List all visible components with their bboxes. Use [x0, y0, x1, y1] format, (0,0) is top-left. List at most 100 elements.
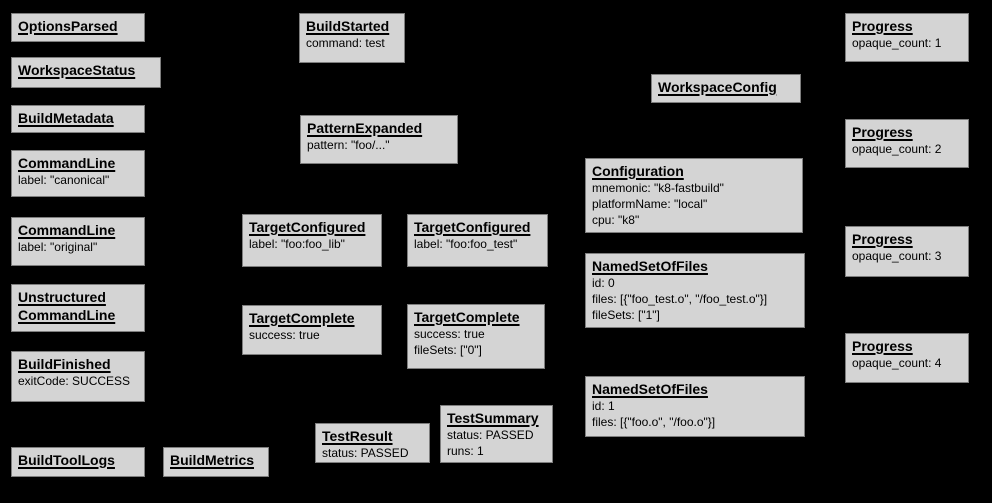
node-title-line: TargetComplete	[249, 310, 355, 326]
node-title-line: TargetConfigured	[249, 219, 366, 235]
node-title-line: WorkspaceStatus	[18, 62, 136, 78]
node-field: runs: 1	[447, 443, 484, 458]
node-field: pattern: "foo/..."	[307, 137, 390, 152]
node-field: files: [{"foo_test.o", "/foo_test.o"}]	[592, 291, 768, 306]
node-title-line: TargetConfigured	[414, 219, 531, 235]
node-field: fileSets: ["0"]	[414, 342, 482, 357]
node-field: opaque_count: 1	[852, 35, 942, 50]
node-title-line: Progress	[852, 338, 913, 354]
node-field: id: 1	[592, 398, 615, 413]
node-title: WorkspaceConfig	[658, 79, 795, 97]
node-title: TargetConfigured	[414, 219, 542, 237]
node-field: fileSets: ["1"]	[592, 307, 660, 322]
node-title-line: WorkspaceConfig	[658, 79, 777, 95]
node-title: NamedSetOfFiles	[592, 381, 799, 399]
node-title: WorkspaceStatus	[18, 62, 155, 80]
node-title-line: NamedSetOfFiles	[592, 381, 708, 397]
node-title: BuildStarted	[306, 18, 399, 36]
node-field: label: "foo:foo_lib"	[249, 236, 345, 251]
node-title: BuildFinished	[18, 356, 139, 374]
node-title: Progress	[852, 18, 963, 36]
node-title: TargetComplete	[249, 310, 376, 328]
node-title: BuildMetrics	[170, 452, 263, 470]
node-build-metrics: BuildMetrics	[163, 447, 269, 477]
node-field: id: 0	[592, 275, 615, 290]
node-title-line: TargetComplete	[414, 309, 520, 325]
node-title-line: PatternExpanded	[307, 120, 423, 136]
node-title-line: Unstructured	[18, 289, 106, 305]
node-workspace-status: WorkspaceStatus	[11, 57, 161, 88]
node-field: cpu: "k8"	[592, 212, 640, 227]
node-title: NamedSetOfFiles	[592, 258, 799, 276]
node-title: TestResult	[322, 428, 424, 446]
node-title-line: TestSummary	[447, 410, 539, 426]
node-title: TestSummary	[447, 410, 547, 428]
node-field: label: "foo:foo_test"	[414, 236, 518, 251]
node-title: TargetConfigured	[249, 219, 376, 237]
node-title-line: BuildMetadata	[18, 110, 114, 126]
node-title: Configuration	[592, 163, 797, 181]
node-title-line: CommandLine	[18, 155, 116, 171]
node-title: CommandLine	[18, 222, 139, 240]
node-title: Progress	[852, 338, 963, 356]
node-title-line: Progress	[852, 124, 913, 140]
node-field: success: true	[414, 326, 485, 341]
node-title-line: Progress	[852, 231, 913, 247]
node-title-line: BuildMetrics	[170, 452, 255, 468]
node-field: opaque_count: 3	[852, 248, 942, 263]
node-title-line: CommandLine	[18, 222, 116, 238]
node-title: Progress	[852, 231, 963, 249]
node-title-line: Progress	[852, 18, 913, 34]
node-build-metadata: BuildMetadata	[11, 105, 145, 133]
node-field: status: PASSED	[447, 427, 534, 442]
node-title: BuildToolLogs	[18, 452, 139, 470]
node-workspace-config: WorkspaceConfig	[651, 74, 801, 103]
node-field: command: test	[306, 35, 385, 50]
node-title-line: BuildToolLogs	[18, 452, 115, 468]
node-title-line: BuildFinished	[18, 356, 111, 372]
node-title: BuildMetadata	[18, 110, 139, 128]
node-title-line: TestResult	[322, 428, 393, 444]
node-title: OptionsParsed	[18, 18, 139, 36]
node-title: TargetComplete	[414, 309, 539, 327]
node-field: label: "canonical"	[18, 172, 110, 187]
node-title: PatternExpanded	[307, 120, 452, 138]
node-title-line: CommandLine	[18, 306, 116, 323]
node-field: success: true	[249, 327, 320, 342]
node-field: exitCode: SUCCESS	[18, 373, 131, 388]
node-title: Progress	[852, 124, 963, 142]
node-title: CommandLine	[18, 155, 139, 173]
node-field: label: "original"	[18, 239, 98, 254]
node-title-line: OptionsParsed	[18, 18, 118, 34]
node-title-line: NamedSetOfFiles	[592, 258, 708, 274]
node-field: files: [{"foo.o", "/foo.o"}]	[592, 414, 716, 429]
node-field: mnemonic: "k8-fastbuild"	[592, 180, 724, 195]
node-title-line: BuildStarted	[306, 18, 390, 34]
node-field: platformName: "local"	[592, 196, 708, 211]
node-field: opaque_count: 4	[852, 355, 942, 370]
node-build-tool-logs: BuildToolLogs	[11, 447, 145, 477]
node-field: status: PASSED	[322, 445, 409, 460]
node-field: opaque_count: 2	[852, 141, 942, 156]
node-options-parsed: OptionsParsed	[11, 13, 145, 42]
